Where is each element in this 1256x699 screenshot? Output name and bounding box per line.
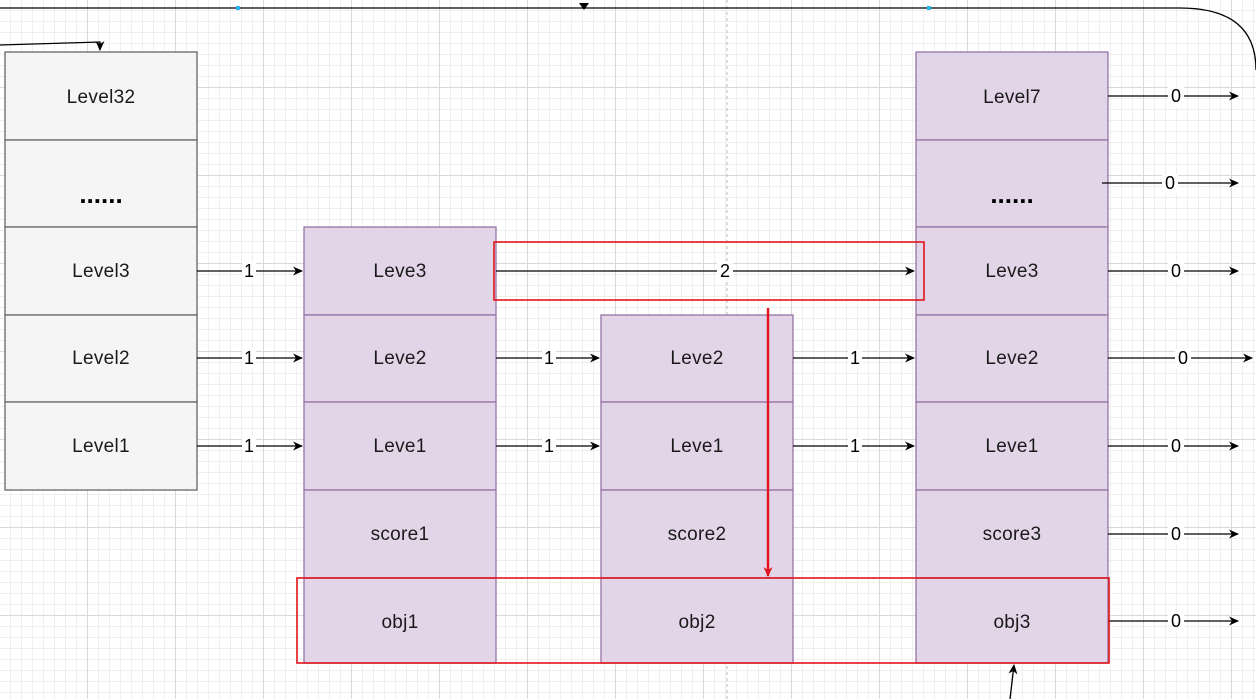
highlight-obj-row — [296, 577, 1110, 664]
node3-cell-obj — [915, 577, 1109, 664]
edge-label-bg — [1168, 525, 1184, 545]
edge-label-node1-level3: 2 — [720, 261, 730, 281]
edge-label-bg — [1168, 612, 1184, 632]
node1-cell-level3 — [303, 226, 497, 316]
node2: Leve2 Leve1 score2 obj2 — [600, 314, 794, 664]
node2-cell-level2 — [600, 314, 794, 403]
node3-cell-level7 — [915, 51, 1109, 141]
node3-level1-label: Leve1 — [985, 436, 1038, 457]
node1-level2-label: Leve2 — [373, 348, 426, 369]
top-wire — [0, 7, 1256, 71]
header-level1-label: Level1 — [72, 436, 130, 457]
node1: Leve3 Leve2 Leve1 score1 obj1 — [303, 226, 497, 664]
node1-cell-level2 — [303, 314, 497, 403]
node3-cell-level2 — [915, 314, 1109, 403]
node3-level7-label: Level7 — [983, 87, 1041, 108]
obj3-entry-arrow — [1008, 664, 1018, 699]
header-level2-label: Level2 — [72, 348, 130, 369]
wire-handle — [236, 6, 240, 10]
edge-label-node3-obj: 0 — [1171, 611, 1181, 631]
edge-label-bg — [242, 349, 256, 369]
edge-label-header-level3: 1 — [244, 261, 254, 281]
edge-label-bg — [542, 349, 556, 369]
node1-cell-score — [303, 489, 497, 579]
header-level3-label: Level3 — [72, 261, 130, 282]
edge-label-bg — [848, 437, 862, 457]
node3-cell-score — [915, 489, 1109, 579]
edge-label-bg — [542, 437, 556, 457]
edge-label-node3-dots: 0 — [1165, 173, 1175, 193]
node3-level3-label: Leve3 — [985, 261, 1038, 282]
edge-label-node3-level1: 0 — [1171, 436, 1181, 456]
header-level32-label: Level32 — [67, 87, 136, 108]
edge-label-bg — [1168, 262, 1184, 282]
node3-level2-label: Leve2 — [985, 348, 1038, 369]
edge-label-bg — [242, 262, 256, 282]
edge-label-header-level2: 1 — [244, 348, 254, 368]
node2-level1-label: Leve1 — [670, 436, 723, 457]
node3-cell-level3 — [915, 226, 1109, 316]
edge-label-node3-level2: 0 — [1178, 348, 1188, 368]
header-cell-level2 — [4, 314, 198, 403]
edge-label-node1-level1: 1 — [544, 436, 554, 456]
header-cell-level3 — [4, 226, 198, 316]
edge-label-bg — [717, 262, 733, 282]
edge-label-bg — [1175, 349, 1191, 369]
wire-handle — [927, 6, 931, 10]
node3-dots-label: ...... — [990, 179, 1033, 209]
edge-label-bg — [1168, 87, 1184, 107]
node1-obj-label: obj1 — [381, 612, 418, 633]
node3-score-label: score3 — [983, 524, 1042, 545]
edge-label-node3-score: 0 — [1171, 524, 1181, 544]
header-cell-dots — [4, 139, 198, 228]
header-node: Level32 ...... Level3 Level2 Level1 — [4, 51, 198, 491]
edge-label-node2-level2: 1 — [850, 348, 860, 368]
highlight-level3-span — [493, 241, 925, 301]
edge-label-header-level1: 1 — [244, 436, 254, 456]
node3-obj-label: obj3 — [993, 612, 1030, 633]
edge-label-node2-level1: 1 — [850, 436, 860, 456]
edge-label-bg — [242, 437, 256, 457]
node1-level1-label: Leve1 — [373, 436, 426, 457]
node2-level2-label: Leve2 — [670, 348, 723, 369]
node2-obj-label: obj2 — [678, 612, 715, 633]
node2-cell-obj — [600, 577, 794, 664]
header-dots-label: ...... — [79, 179, 122, 209]
node1-level3-label: Leve3 — [373, 261, 426, 282]
header-entry-arrow — [0, 41, 105, 51]
node2-cell-score — [600, 489, 794, 579]
node2-cell-level1 — [600, 401, 794, 491]
wire-arrowhead — [579, 3, 589, 10]
edge-label-node3-level3: 0 — [1171, 261, 1181, 281]
node3: Level7 ...... Leve3 Leve2 Leve1 score3 o… — [915, 51, 1109, 664]
edge-label-node3-level7: 0 — [1171, 86, 1181, 106]
node3-cell-dots — [915, 139, 1109, 228]
header-cell-level32 — [4, 51, 198, 141]
node2-score-label: score2 — [668, 524, 727, 545]
edge-label-bg — [1168, 437, 1184, 457]
edge-label-node1-level2: 1 — [544, 348, 554, 368]
edge-label-bg — [1162, 174, 1178, 194]
node1-score-label: score1 — [371, 524, 430, 545]
edge-label-bg — [848, 349, 862, 369]
